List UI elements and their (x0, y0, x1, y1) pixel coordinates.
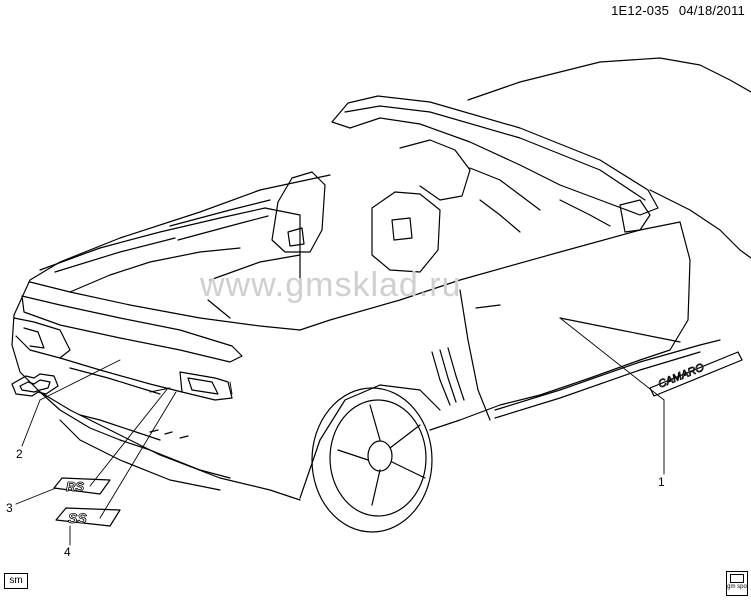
ss-emblem-text: SS (68, 510, 87, 526)
logo-text: gm spo (727, 584, 747, 590)
corner-label: sm (4, 573, 28, 589)
side-vents (431, 347, 465, 406)
callout-3: 3 (6, 501, 13, 515)
callout-1: 1 (658, 475, 665, 489)
diagram-id: 1E12-035 (611, 3, 670, 18)
side-mirror (619, 199, 651, 233)
rear-fascia (13, 317, 233, 491)
logo-mark (730, 574, 744, 583)
diagram-header: 1E12-035 04/18/2011 (605, 3, 745, 18)
bowtie-emblem (11, 373, 59, 397)
car-body (11, 174, 751, 501)
leader-lines (15, 317, 665, 546)
diagram-date: 04/18/2011 (678, 3, 745, 18)
callout-2: 2 (16, 447, 23, 461)
camaro-emblem: CAMARO (649, 351, 743, 397)
watermark: www.gmsklad.ru (200, 266, 462, 304)
rs-emblem: RS (53, 477, 111, 495)
rear-spoiler (21, 295, 243, 363)
interior (169, 139, 611, 273)
windshield-frame (331, 57, 751, 216)
rs-emblem-text: RS (66, 479, 84, 494)
ss-emblem: SS (55, 507, 121, 527)
gm-spo-logo: gm spo (726, 571, 748, 596)
callout-4: 4 (64, 545, 71, 559)
rear-wheel (299, 384, 441, 533)
camaro-emblem-text: CAMARO (657, 361, 707, 390)
